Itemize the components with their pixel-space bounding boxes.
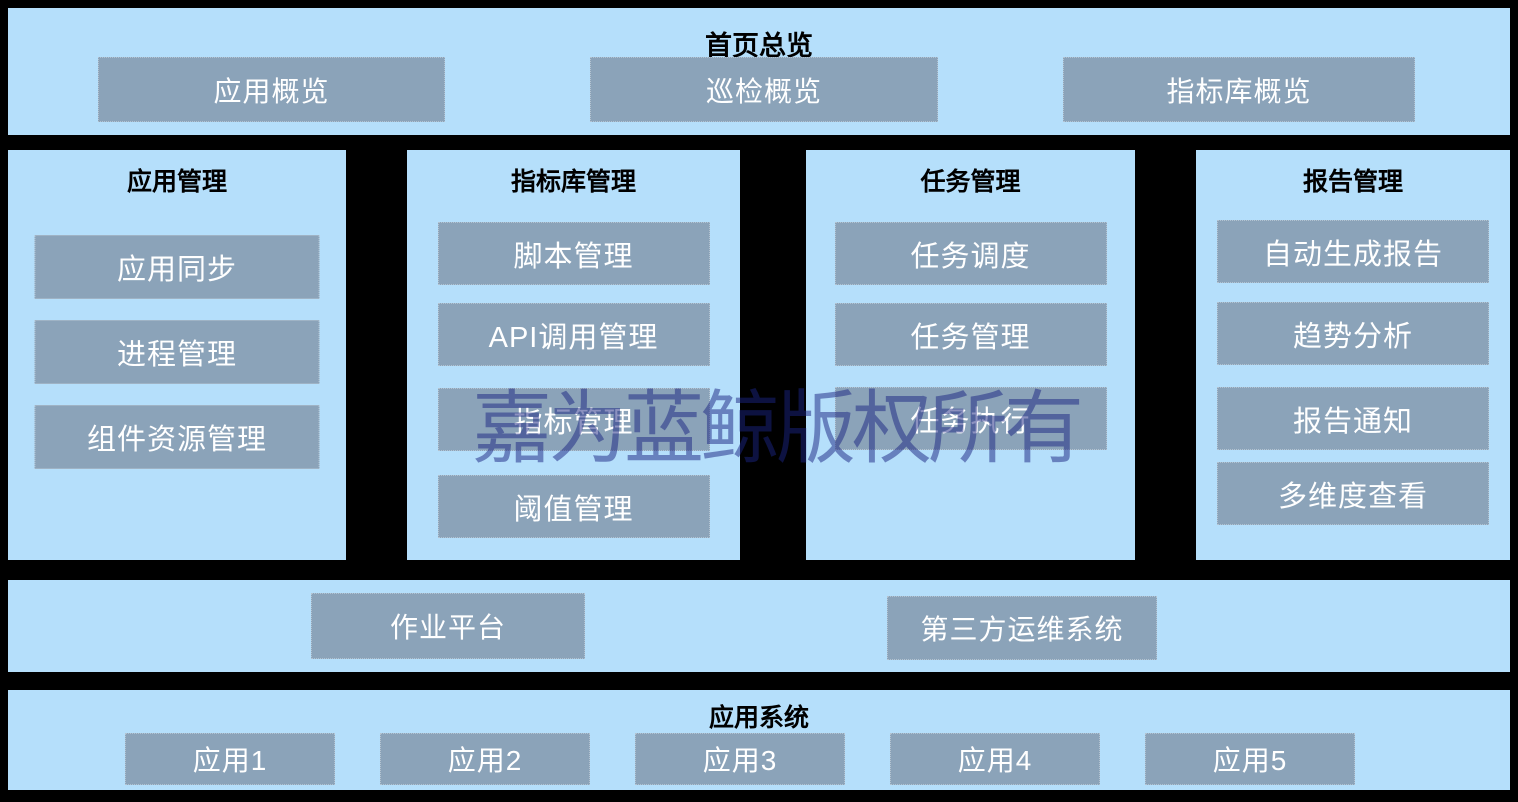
app-system-title: 应用系统 [708,704,809,732]
inspection-overview-button[interactable]: 巡检概览 [590,57,938,122]
third-party-ops-system-button[interactable]: 第三方运维系统 [887,596,1157,660]
api-call-management-button[interactable]: API调用管理 [437,303,710,366]
multi-dimension-view-button[interactable]: 多维度查看 [1217,462,1489,525]
task-schedule-button[interactable]: 任务调度 [834,222,1107,285]
script-management-button[interactable]: 脚本管理 [437,222,710,285]
app-5-button[interactable]: 应用5 [1145,733,1355,785]
threshold-management-button[interactable]: 阈值管理 [437,475,710,538]
auto-generate-report-button[interactable]: 自动生成报告 [1217,220,1489,283]
overview-section: 首页总览 应用概览 巡检概览 指标库概览 [8,8,1510,135]
task-execution-button[interactable]: 任务执行 [834,387,1107,450]
app-1-button[interactable]: 应用1 [125,733,335,785]
app-3-button[interactable]: 应用3 [635,733,845,785]
task-management-button[interactable]: 任务管理 [834,303,1107,366]
indicator-management-button[interactable]: 指标管理 [437,388,710,451]
app-sync-button[interactable]: 应用同步 [34,235,320,299]
trend-analysis-button[interactable]: 趋势分析 [1217,302,1489,365]
app-system-section: 应用系统 应用1 应用2 应用3 应用4 应用5 [8,690,1510,790]
overview-section-title: 首页总览 [705,31,813,61]
process-management-button[interactable]: 进程管理 [34,320,320,384]
report-management-title: 报告管理 [1302,168,1403,196]
app-overview-button[interactable]: 应用概览 [98,57,445,122]
report-notification-button[interactable]: 报告通知 [1217,387,1489,450]
integration-section: 作业平台 第三方运维系统 [8,580,1510,672]
indicator-library-overview-button[interactable]: 指标库概览 [1063,57,1415,122]
app-4-button[interactable]: 应用4 [890,733,1100,785]
app-2-button[interactable]: 应用2 [380,733,590,785]
app-management-title: 应用管理 [126,168,227,196]
task-management-title: 任务管理 [920,168,1021,196]
indicator-library-column: 指标库管理 脚本管理 API调用管理 指标管理 阈值管理 [407,150,740,560]
job-platform-button[interactable]: 作业平台 [311,593,585,659]
task-management-column: 任务管理 任务调度 任务管理 任务执行 [806,150,1135,560]
report-management-column: 报告管理 自动生成报告 趋势分析 报告通知 多维度查看 [1196,150,1510,560]
component-resource-management-button[interactable]: 组件资源管理 [34,405,320,469]
app-management-column: 应用管理 应用同步 进程管理 组件资源管理 [8,150,346,560]
indicator-library-title: 指标库管理 [510,168,636,196]
